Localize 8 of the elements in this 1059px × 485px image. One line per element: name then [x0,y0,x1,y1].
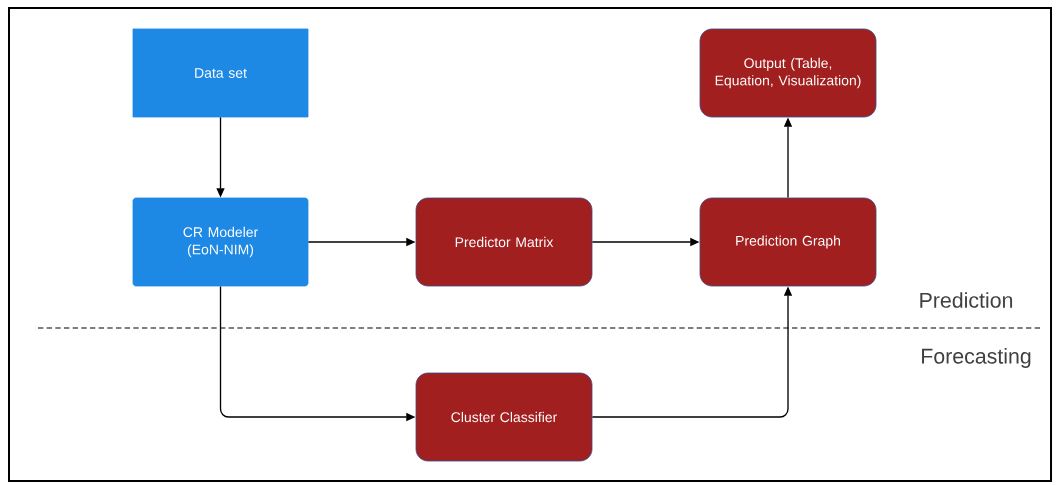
process-box: Predictor Matrix [415,197,593,287]
process-box: Prediction Graph [699,197,877,287]
section-label: Forecasting [922,348,1031,368]
process-box: Data set [132,28,309,118]
process-box: CR Modeler (EoN-NIM) [132,197,309,287]
process-box: Cluster Classifier [415,372,593,462]
process-box: Output (Table, Equation, Visualization) [699,28,877,118]
section-label: Prediction [920,292,1013,308]
